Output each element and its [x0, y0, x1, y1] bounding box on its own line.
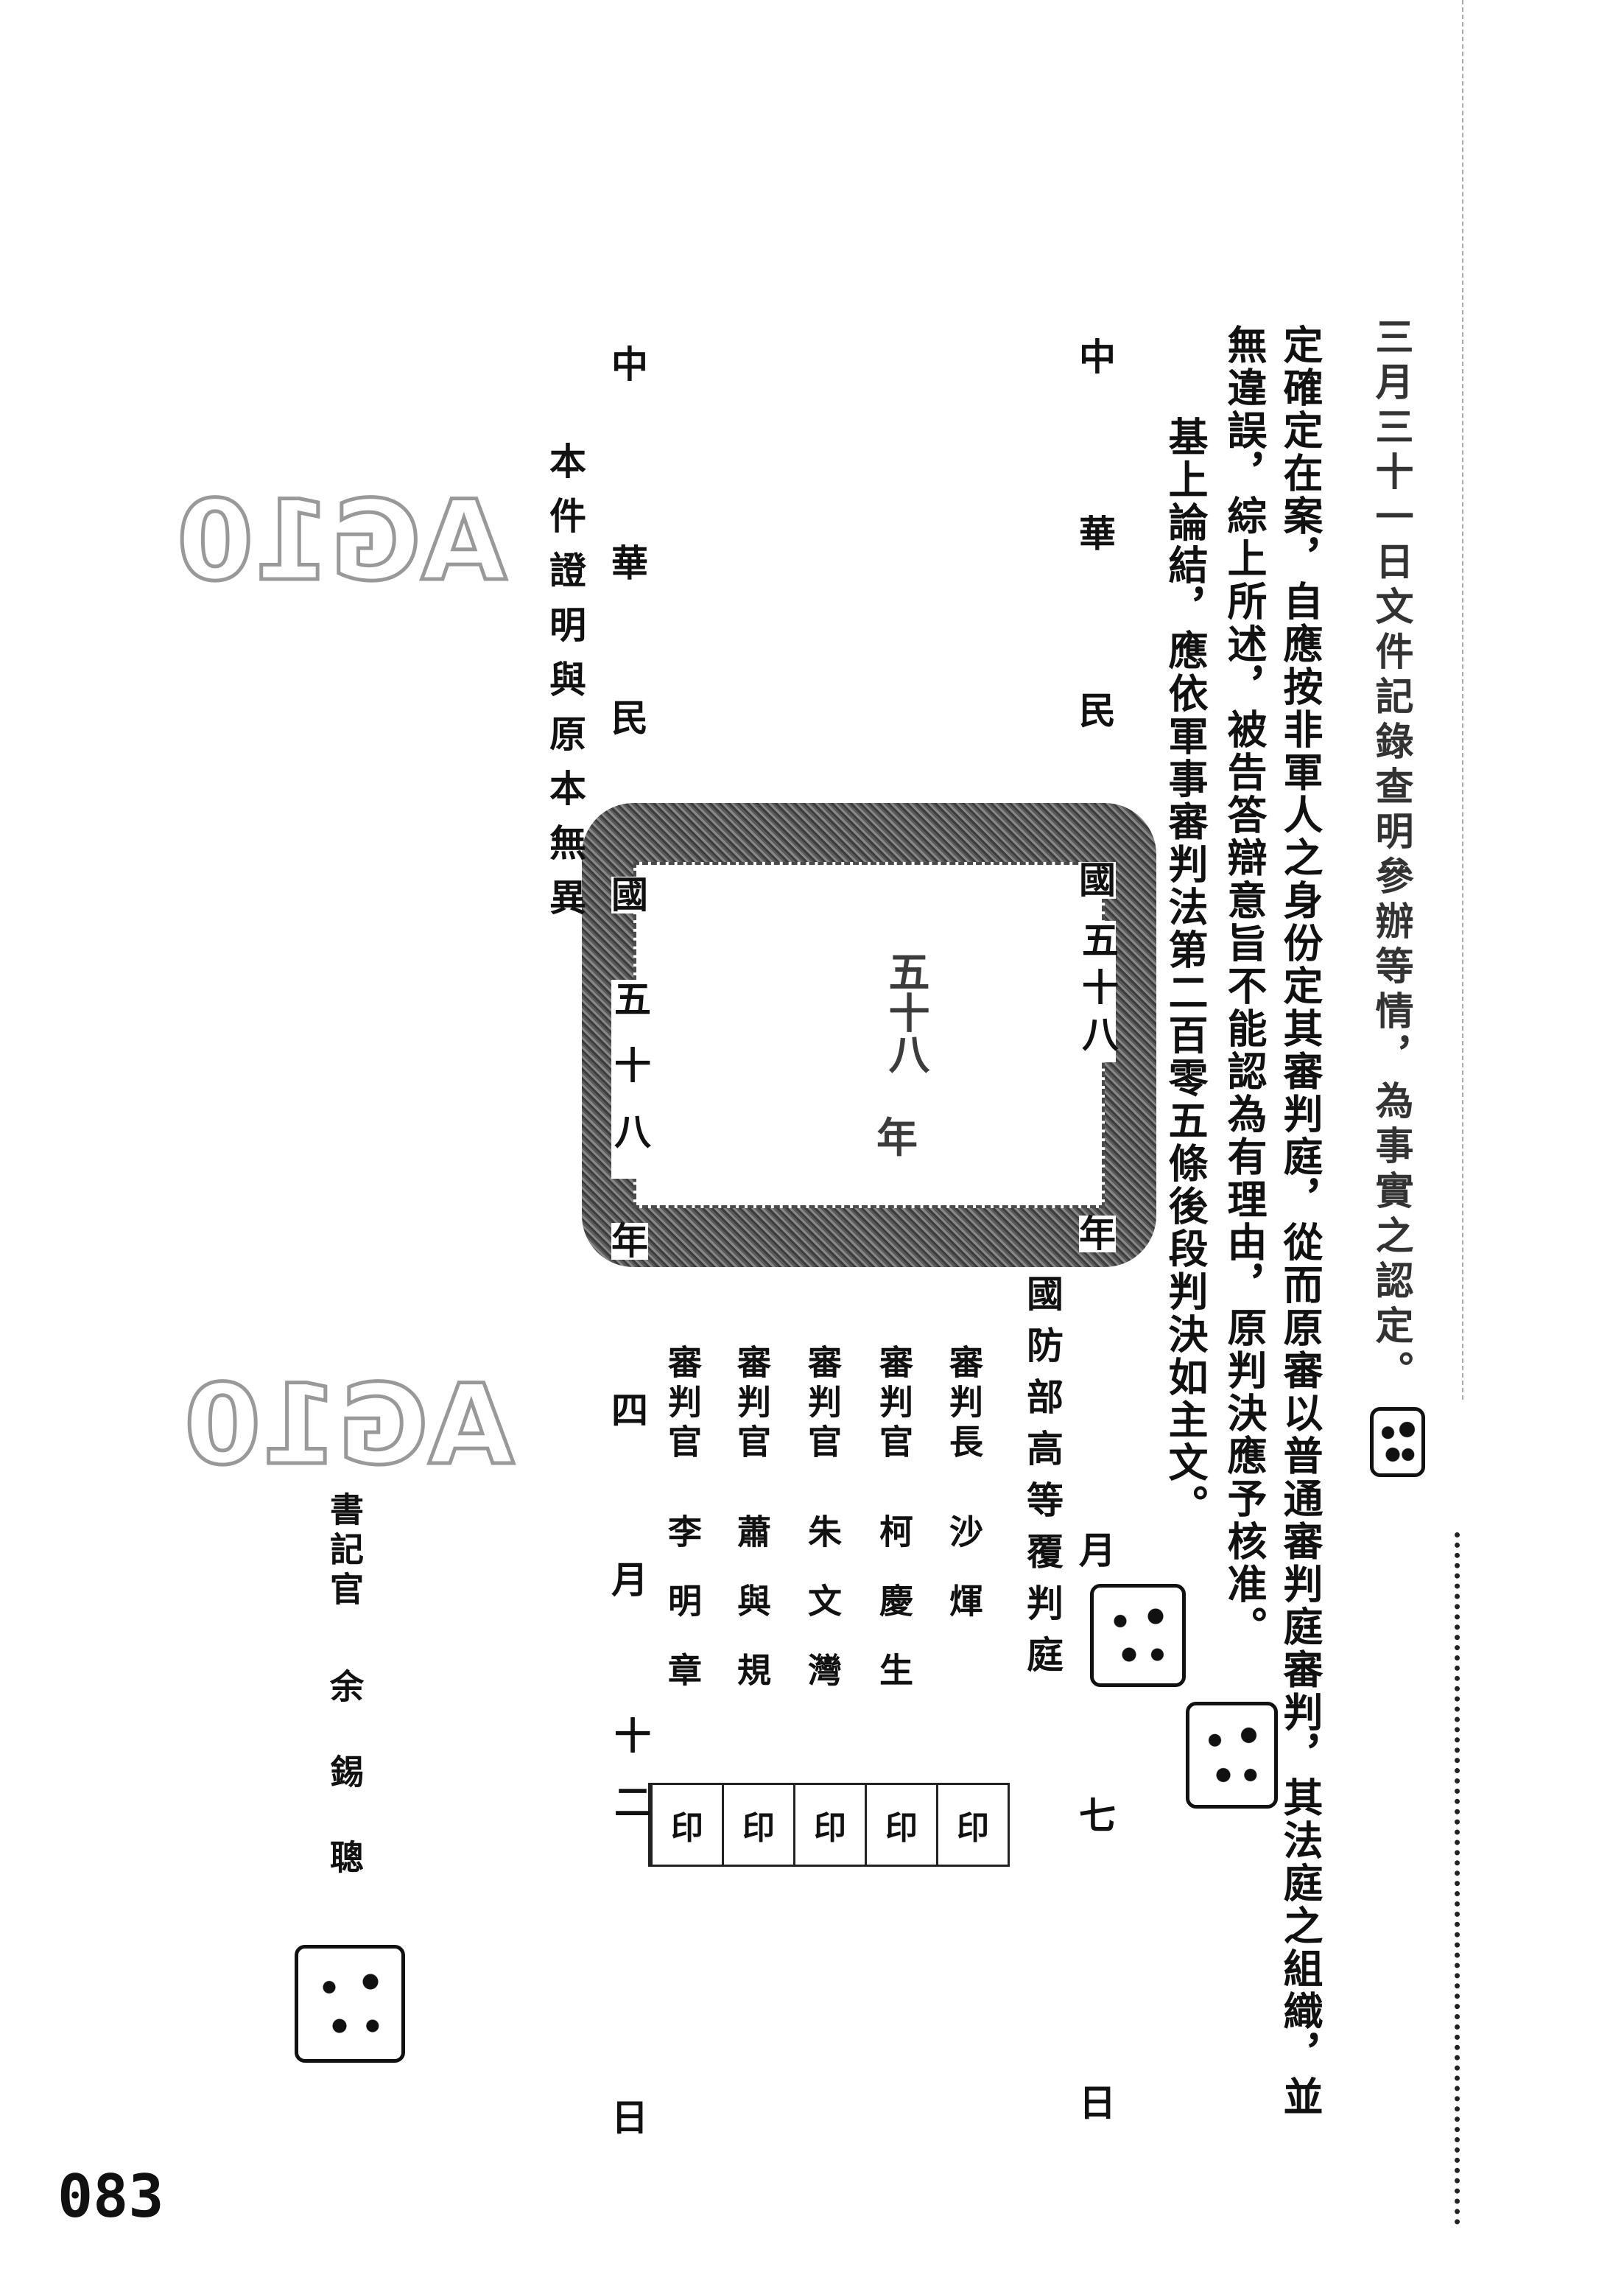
judge-title: 審判官	[803, 1344, 843, 1464]
judge-seal-box: 印	[722, 1785, 793, 1865]
judge-title: 審判官	[732, 1344, 772, 1464]
certification-statement: 本件證明與原本無異	[544, 442, 587, 933]
judge-name: 沙煇	[944, 1514, 984, 1652]
clerk-name: 余錫聰	[325, 1669, 365, 1925]
body-column-3: 無違誤，綜上所述，被告答辯意旨不能認為有理由，原判決應予核准。	[1220, 324, 1268, 1649]
judge-name: 柯慶生	[874, 1514, 914, 1722]
stamp-year: 五十八	[882, 950, 930, 1074]
body-column-2: 定確定在案，自應按非軍人之身份定其審判庭，從而原審以普通審判庭審判，其法庭之組織…	[1276, 324, 1324, 2119]
judge-name: 李明章	[663, 1514, 703, 1722]
scan-edge	[1462, 0, 1463, 1400]
judgment-date-part: 中	[1079, 335, 1116, 379]
certification-date-part: 五十八	[608, 980, 652, 1179]
judge-seal-box: 印	[650, 1785, 722, 1865]
judgment-date-part: 五十八	[1076, 921, 1119, 1062]
certification-date-part: 四	[611, 1389, 648, 1432]
clerk-seal-stamp	[1186, 1702, 1278, 1809]
judge-title: 審判官	[663, 1344, 703, 1464]
judgment-date-part: 日	[1079, 2081, 1116, 2125]
judgment-date-part: 七	[1079, 1794, 1116, 1837]
judgment-date-part: 民	[1079, 689, 1116, 732]
certification-date-part: 日	[611, 2096, 648, 2139]
clerk-seal-stamp	[1090, 1584, 1186, 1687]
stamp-year-label: 年	[876, 1114, 918, 1162]
judgment-date-part: 國	[1079, 858, 1116, 902]
certification-date-part: 國	[611, 873, 648, 916]
body-column-1: 三月三十一日文件記錄查明參辦等情，為事實之認定。	[1368, 317, 1413, 1395]
judgment-date-part: 月	[1079, 1529, 1116, 1572]
judge-name: 朱文灣	[803, 1514, 843, 1722]
certification-date-part: 十二	[608, 1716, 652, 1849]
official-court-stamp: 五十八 年	[582, 803, 1156, 1267]
certification-date-part: 民	[611, 696, 648, 740]
judgment-date-part: 華	[1079, 512, 1116, 555]
clerk-seal-stamp	[1370, 1407, 1425, 1477]
certification-date-part: 中	[611, 343, 648, 386]
judge-title: 審判官	[874, 1344, 914, 1464]
clerk-seal-stamp	[295, 1945, 405, 2063]
judgment-date-part: 年	[1079, 1212, 1116, 1255]
certification-date-part: 年	[611, 1219, 648, 1263]
certification-date-part: 月	[611, 1558, 648, 1602]
judge-title: 審判長	[944, 1344, 984, 1464]
judge-seal-box: 印	[865, 1785, 936, 1865]
judge-name: 蕭與規	[732, 1514, 772, 1722]
clerk-title: 書記官	[325, 1492, 365, 1611]
certification-date-part: 華	[611, 541, 648, 585]
ag10-watermark: AG10	[175, 476, 509, 608]
ag10-watermark: AG10	[183, 1360, 516, 1492]
page-number: 083	[57, 2162, 164, 2231]
body-column-4: 基上論結，應依軍事審判法第二百零五條後段判決如主文。	[1161, 416, 1209, 1527]
judge-seal-box: 印	[936, 1785, 1008, 1865]
perforation-dots	[1455, 1532, 1460, 2225]
court-name: 國防部高等覆判庭	[1021, 1274, 1064, 1687]
judge-seal-box: 印	[793, 1785, 865, 1865]
judge-seal-boxes: 印印印印印	[648, 1783, 1010, 1867]
